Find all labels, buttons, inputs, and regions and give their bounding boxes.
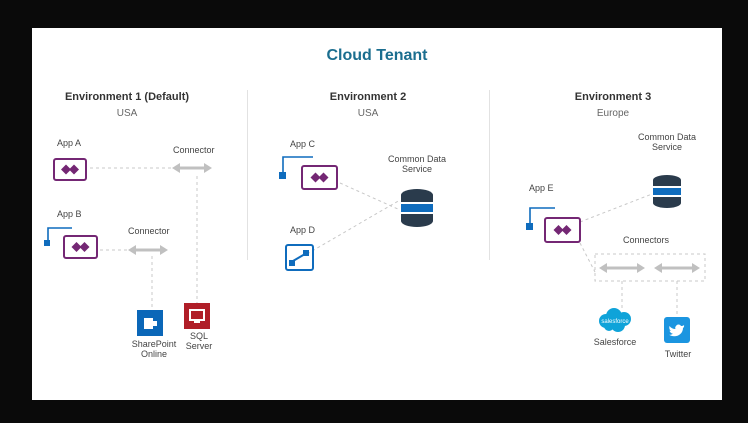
app-e-label: App E — [529, 183, 554, 193]
powerapps-icon — [53, 156, 87, 187]
env1-title: Environment 1 (Default) — [64, 91, 190, 103]
env1-region: USA — [116, 108, 138, 119]
twitter-icon — [664, 317, 690, 348]
connector-label: Connector — [128, 226, 170, 236]
wire-appd-cds — [306, 199, 401, 255]
sharepoint-label: SharePoint Online — [131, 339, 177, 359]
sharepoint-icon — [137, 310, 163, 341]
connection-lines — [90, 163, 706, 316]
wire-appe-cds — [579, 193, 653, 223]
app-c-label: App C — [290, 139, 316, 149]
powerapps-app-icon — [44, 224, 100, 267]
app-b-label: App B — [57, 209, 82, 219]
sql-server-icon — [184, 303, 210, 334]
env3-title: Environment 3 — [574, 91, 652, 103]
connector-arrow-icon — [599, 263, 645, 273]
salesforce-label: Salesforce — [593, 337, 637, 347]
database-icon — [652, 174, 682, 215]
cds-label: Common Data Service — [637, 132, 697, 152]
app-a-label: App A — [57, 138, 82, 148]
connector-label: Connector — [173, 145, 215, 155]
connectors-label: Connectors — [623, 235, 670, 245]
salesforce-logo-text: salesforce — [601, 319, 629, 325]
powerapps-app-icon — [525, 203, 585, 250]
connector-arrow-icon — [128, 245, 168, 255]
database-icon — [400, 188, 434, 233]
wire-appc-cds — [339, 182, 401, 211]
powerapps-app-icon — [278, 152, 340, 197]
flow-app-icon — [284, 243, 316, 278]
env3-region: Europe — [596, 108, 630, 119]
env2-title: Environment 2 — [329, 91, 407, 103]
app-d-label: App D — [290, 225, 316, 235]
salesforce-icon: salesforce — [597, 307, 633, 338]
connector-arrow-icon — [654, 263, 700, 273]
diagram-canvas: Cloud Tenant Environment 1 (Default) USA… — [32, 28, 722, 400]
env2-region: USA — [357, 108, 379, 119]
connectors-box — [594, 253, 706, 282]
env-separator — [489, 90, 490, 260]
diagram-title: Cloud Tenant — [326, 47, 428, 64]
connector-arrow-icon — [172, 163, 212, 173]
sql-label: SQL Server — [185, 331, 213, 351]
twitter-label: Twitter — [664, 349, 692, 359]
env-separator — [247, 90, 248, 260]
cds-label: Common Data Service — [387, 154, 447, 174]
